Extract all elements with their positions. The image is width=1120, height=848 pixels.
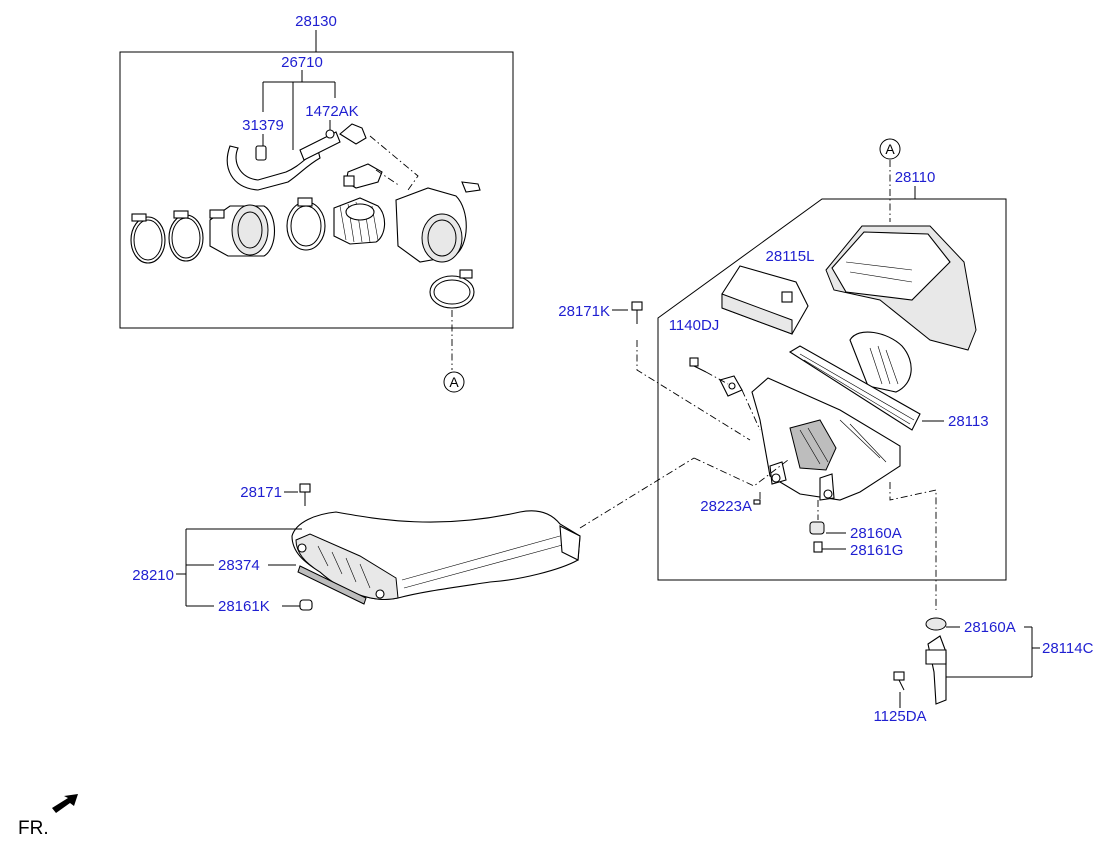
part-number-28374: 28374 xyxy=(218,557,260,574)
part-number-1140dj: 1140DJ xyxy=(669,317,720,334)
part-number-1125da: 1125DA xyxy=(873,708,926,725)
part-number-28210: 28210 xyxy=(132,567,174,584)
fasteners-right-box xyxy=(631,301,825,553)
filter-cover-part xyxy=(721,265,809,335)
front-label: FR. xyxy=(18,818,49,839)
mounting-bracket-part xyxy=(893,617,1040,708)
part-number-28130: 28130 xyxy=(295,13,337,30)
reference-circle-a-bottom xyxy=(443,371,465,393)
part-number-28113: 28113 xyxy=(948,413,989,430)
part-number-28161k: 28161K xyxy=(218,598,270,615)
part-number-28171: 28171 xyxy=(240,484,282,501)
air-cleaner-box-frame xyxy=(657,138,1007,581)
reference-circle-a-top xyxy=(879,138,901,160)
front-direction-indicator: FR. xyxy=(18,794,78,839)
part-number-28115l: 28115L xyxy=(766,248,815,265)
reference-label-a-bottom: A xyxy=(449,374,459,390)
part-number-28110: 28110 xyxy=(895,169,936,186)
air-cleaner-lower-case-part xyxy=(751,377,901,501)
part-number-28161g: 28161G xyxy=(850,542,903,559)
intake-hose-assembly-box xyxy=(119,30,514,329)
reference-label-a-top: A xyxy=(885,141,895,157)
part-number-31379: 31379 xyxy=(242,117,284,134)
air-intake-duct-part xyxy=(291,510,581,605)
part-number-28223a: 28223A xyxy=(700,498,752,515)
filter-element-part xyxy=(788,345,921,431)
hose-clamps-and-ducts xyxy=(130,163,481,309)
part-number-26710: 26710 xyxy=(281,54,323,71)
part-number-28114c: 28114C xyxy=(1042,640,1094,657)
part-number-28171k-right: 28171K xyxy=(558,303,610,320)
part-number-1472ak: 1472AK xyxy=(305,103,358,120)
breather-hose-part xyxy=(226,123,367,191)
part-number-28160a-low: 28160A xyxy=(964,619,1016,636)
part-number-28160a-mid: 28160A xyxy=(850,525,902,542)
air-cleaner-upper-cover-part xyxy=(825,225,977,393)
fasteners-duct xyxy=(299,483,313,611)
arrow-front-icon xyxy=(52,794,78,813)
